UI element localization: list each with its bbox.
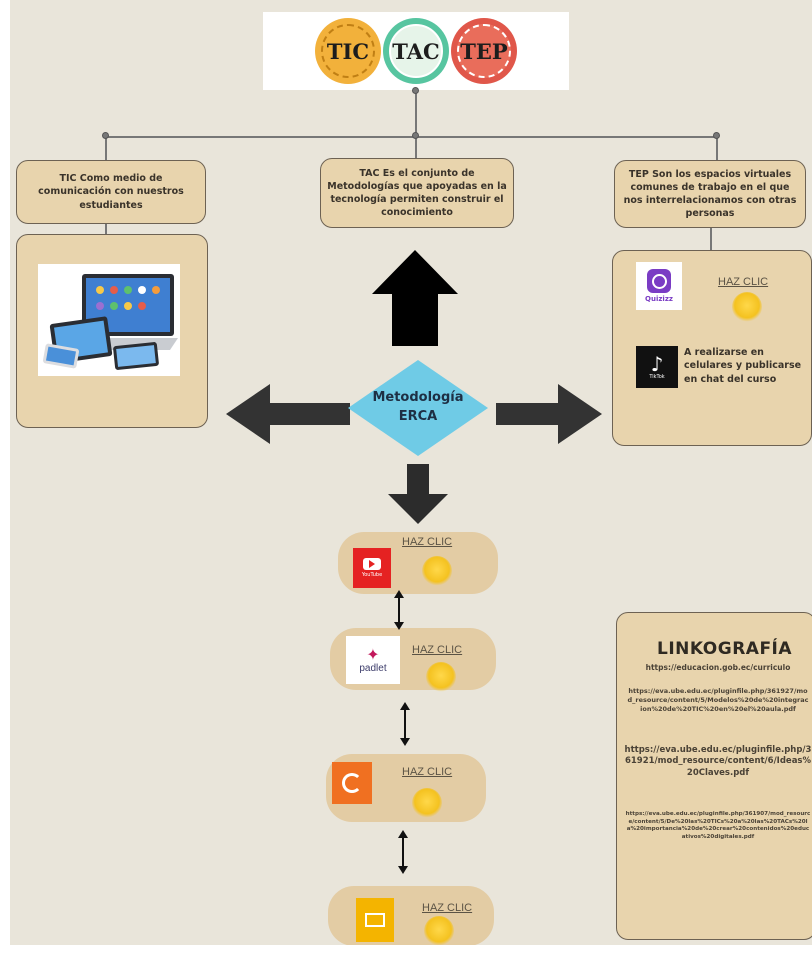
youtube-icon[interactable]: YouTube (353, 548, 391, 588)
padlet-logo-icon: ✦ (366, 644, 380, 664)
reference-link[interactable]: https://educacion.gob.ec/curriculo (645, 663, 791, 672)
connector-line (710, 228, 712, 250)
pointer-hand-icon (422, 556, 452, 586)
quizizz-logo-icon (647, 269, 671, 293)
connector-dot (102, 132, 109, 139)
connector-dot (412, 87, 419, 94)
slides-link[interactable]: HAZ CLIC (422, 902, 473, 914)
double-arrow-icon (400, 702, 410, 746)
right-arrow-icon (496, 384, 602, 444)
double-arrow-icon (394, 590, 404, 630)
double-arrow-icon (398, 830, 408, 874)
tep-description-card: TEP Son los espacios virtuales comunes d… (614, 160, 806, 228)
left-arrow-icon (226, 384, 350, 444)
tiktok-description: A realizarse en celulares y publicarse e… (684, 347, 802, 385)
pointer-hand-icon (732, 292, 762, 322)
padlet-icon[interactable]: ✦ padlet (346, 636, 400, 684)
reference-link[interactable]: https://eva.ube.edu.ec/pluginfile.php/36… (624, 745, 812, 778)
reference-link[interactable]: https://eva.ube.edu.ec/pluginfile.php/36… (627, 687, 809, 713)
mind-map-board: TIC TAC TEP TIC Como medio de comunicaci… (10, 0, 812, 945)
pointer-hand-icon (426, 662, 456, 692)
connector-dot (713, 132, 720, 139)
connector-line (716, 136, 718, 160)
connector-line (105, 136, 107, 160)
genially-icon[interactable] (332, 762, 372, 804)
linkografia-card: LINKOGRAFÍA https://educacion.gob.ec/cur… (616, 612, 812, 940)
genially-link[interactable]: HAZ CLIC (402, 766, 453, 778)
connector-dot (412, 132, 419, 139)
connector-line (415, 90, 417, 137)
tic-description-card: TIC Como medio de comunicación con nuest… (16, 160, 206, 224)
youtube-link[interactable]: HAZ CLIC (402, 536, 453, 548)
pointer-hand-icon (424, 916, 454, 945)
devices-icon (42, 274, 178, 370)
connector-line (105, 136, 717, 138)
pointer-hand-icon (412, 788, 442, 818)
tiktok-note-icon: ♪ (650, 352, 664, 376)
center-topic: Metodología ERCA (372, 390, 464, 424)
connector-line (105, 224, 107, 234)
connector-line (415, 136, 417, 158)
slides-logo-icon (365, 913, 385, 927)
up-arrow-icon (372, 250, 458, 346)
tiktok-icon[interactable]: ♪ TikTok (636, 346, 678, 388)
tac-description-card: TAC Es el conjunto de Metodologías que a… (320, 158, 514, 228)
title-badges-card: TIC TAC TEP (263, 12, 569, 90)
tep-badge: TEP (451, 18, 517, 84)
padlet-link[interactable]: HAZ CLIC (412, 644, 463, 656)
down-arrow-icon (388, 464, 448, 524)
tic-badge: TIC (315, 18, 381, 84)
quizizz-link[interactable]: HAZ CLIC (718, 276, 769, 288)
slides-tool (328, 886, 494, 945)
linkografia-title: LINKOGRAFÍA (657, 639, 793, 659)
devices-image (38, 264, 180, 376)
play-icon (363, 558, 381, 570)
tac-badge: TAC (383, 18, 449, 84)
quizizz-icon[interactable]: Quizizz (636, 262, 682, 310)
reference-link[interactable]: https://eva.ube.edu.ec/pluginfile.php/36… (625, 811, 811, 840)
genially-logo-icon (342, 773, 362, 793)
slides-icon[interactable] (356, 898, 394, 942)
center-diamond (348, 360, 488, 456)
